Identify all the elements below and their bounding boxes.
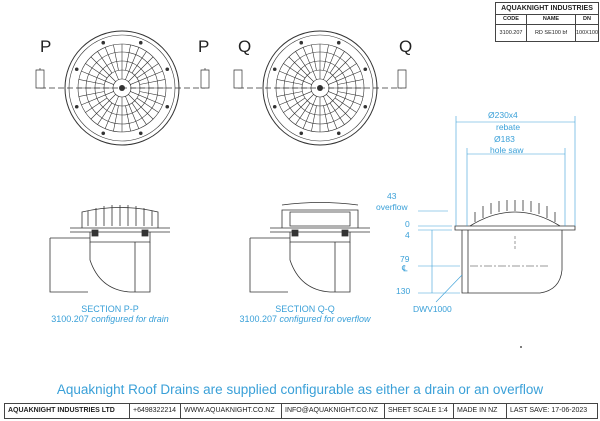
section-qq-subtitle: 3100.207 configured for overflow bbox=[225, 314, 385, 324]
dim-holesaw: Ø183 bbox=[494, 135, 515, 144]
footer-bar: AQUAKNIGHT INDUSTRIES LTD +6498322214 WW… bbox=[4, 403, 598, 419]
title-block-dn-value: 100X100 bbox=[576, 30, 598, 36]
section-pp-label: SECTION P-P 3100.207 configured for drai… bbox=[40, 304, 180, 324]
section-pp-note: configured for drain bbox=[91, 314, 169, 324]
section-pp-drawing bbox=[49, 205, 170, 293]
dim-holesaw-label: hole saw bbox=[490, 145, 524, 155]
dim-one-thirty: 130 bbox=[396, 286, 411, 296]
diameter-icon: Ø bbox=[488, 110, 495, 120]
dim-rebate: Ø230x4 bbox=[488, 111, 518, 120]
section-qq-code: 3100.207 bbox=[239, 314, 277, 324]
section-qq-drawing bbox=[249, 202, 370, 293]
dim-rebate-value: 230x4 bbox=[494, 110, 518, 120]
title-block-value-row: 3100.207 RD SE100 bf 100X100 bbox=[496, 25, 598, 41]
footer-website-link[interactable]: WWW.AQUAKNIGHT.CO.NZ bbox=[181, 404, 282, 418]
section-qq-title: SECTION Q-Q bbox=[275, 304, 335, 314]
view-letter-q-left: Q bbox=[238, 37, 252, 56]
section-pp-subtitle: 3100.207 configured for drain bbox=[40, 314, 180, 324]
title-block-header-row: CODE NAME DN bbox=[496, 15, 598, 25]
dim-overflow-label: overflow bbox=[376, 202, 408, 212]
caption: Aquaknight Roof Drains are supplied conf… bbox=[56, 382, 544, 397]
section-pp-code: 3100.207 bbox=[51, 314, 89, 324]
view-letter-p-right: P bbox=[198, 37, 210, 56]
side-elevation-drawing bbox=[454, 200, 576, 294]
title-block-dn-header: DN bbox=[583, 16, 591, 22]
dim-dwv: DWV1000 bbox=[413, 304, 452, 314]
dim-zero: 0 bbox=[405, 219, 410, 229]
stray-mark bbox=[520, 346, 522, 348]
centerline-icon: ℄ bbox=[402, 263, 408, 273]
view-letter-q-right: Q bbox=[399, 37, 413, 56]
dim-rebate-label: rebate bbox=[496, 122, 521, 132]
drawing-canvas bbox=[35, 30, 576, 303]
dim-seventy-nine: 79 bbox=[400, 254, 410, 264]
view-letter-p-left: P bbox=[40, 37, 52, 56]
footer-company: AQUAKNIGHT INDUSTRIES LTD bbox=[5, 404, 130, 418]
title-block-code-value: 3100.207 bbox=[496, 25, 527, 41]
dim-four: 4 bbox=[405, 230, 410, 240]
section-line-q bbox=[233, 69, 407, 89]
section-qq-label: SECTION Q-Q 3100.207 configured for over… bbox=[225, 304, 385, 324]
footer-email-link[interactable]: INFO@AQUAKNIGHT.CO.NZ bbox=[282, 404, 385, 418]
footer-scale: SHEET SCALE 1:4 bbox=[385, 404, 454, 418]
dim-overflow-value: 43 bbox=[387, 191, 397, 201]
title-block-name-header: NAME bbox=[527, 15, 576, 24]
footer-last-save: LAST SAVE: 17-06-2023 bbox=[510, 407, 588, 414]
title-block-name-value: RD SE100 bf bbox=[527, 25, 576, 41]
diameter-icon: Ø bbox=[494, 134, 501, 144]
footer-made: MADE IN NZ bbox=[454, 404, 507, 418]
dim-holesaw-value: 183 bbox=[500, 134, 515, 144]
footer-phone[interactable]: +6498322214 bbox=[130, 404, 181, 418]
title-block-company: AQUAKNIGHT INDUSTRIES bbox=[496, 3, 598, 15]
title-block-code-header: CODE bbox=[496, 15, 527, 24]
section-qq-note: configured for overflow bbox=[279, 314, 371, 324]
dimension-lines bbox=[418, 116, 576, 303]
section-pp-title: SECTION P-P bbox=[81, 304, 139, 314]
title-block: AQUAKNIGHT INDUSTRIES CODE NAME DN 3100.… bbox=[495, 2, 599, 42]
section-line-p bbox=[35, 68, 210, 89]
